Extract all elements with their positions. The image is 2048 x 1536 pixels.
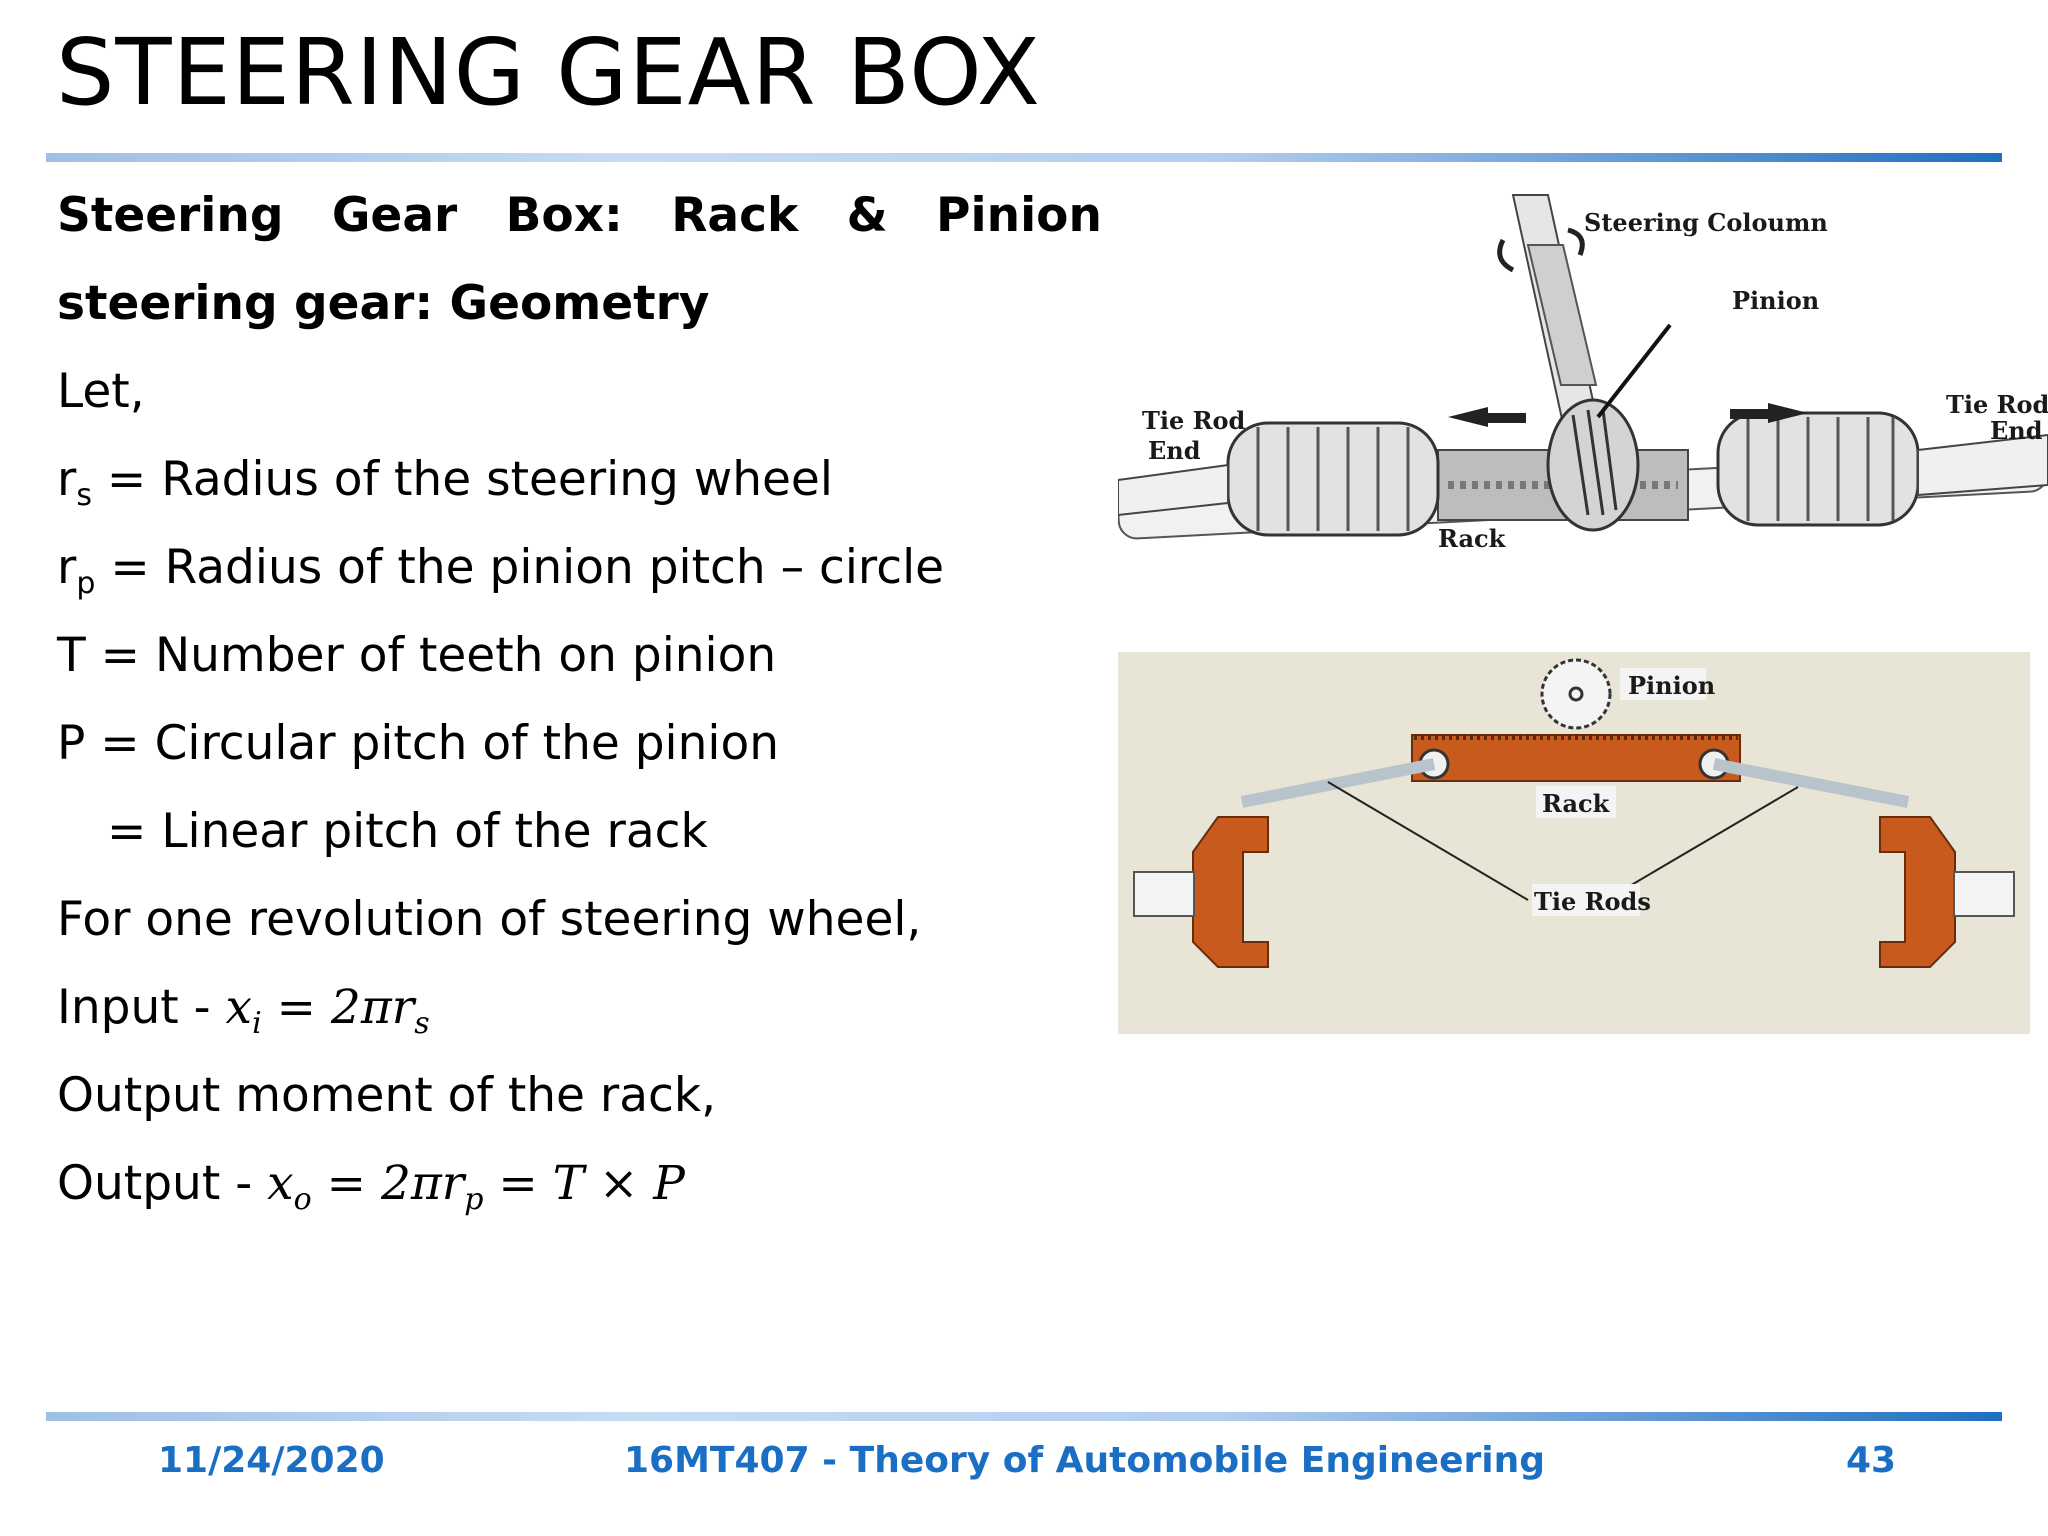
def-text: = Radius of the pinion pitch – circle	[95, 540, 945, 595]
eq-rhs: = 2πr	[261, 980, 415, 1035]
footer-date: 11/24/2020	[158, 1440, 385, 1481]
label-steering-column: Steering Coloumn	[1584, 208, 1828, 237]
eq-rhs: = T × P	[483, 1156, 685, 1211]
footer-page-number: 43	[1846, 1440, 1897, 1481]
output-moment-line: Output moment of the rack,	[57, 1068, 717, 1123]
left-arrow-icon	[1486, 413, 1526, 423]
left-stub-axle	[1133, 871, 1195, 917]
right-tie-rod	[1712, 758, 1910, 808]
pinion-gear-icon	[1540, 658, 1612, 730]
title-divider	[46, 153, 2002, 162]
heading-word: Steering	[57, 188, 284, 243]
def-symbol: r	[57, 452, 77, 507]
label-pinion: Pinion	[1628, 671, 1715, 700]
heading-word: Rack	[671, 188, 799, 243]
heading-word: Pinion	[936, 188, 1102, 243]
heading-line-2: steering gear: Geometry	[57, 276, 710, 331]
def-t: T = Number of teeth on pinion	[57, 628, 777, 683]
def-text: = Radius of the steering wheel	[91, 452, 833, 507]
label-tie-rod-end-right: Tie Rod	[1946, 390, 2048, 419]
def-subscript: s	[76, 478, 92, 513]
pinion-gear	[1546, 398, 1640, 532]
heading-line-1: Steering Gear Box: Rack & Pinion	[57, 186, 1102, 274]
left-bellows	[1226, 421, 1440, 537]
def-rp: rp = Radius of the pinion pitch – circle	[57, 538, 1107, 626]
slide-body: Steering Gear Box: Rack & Pinion steerin…	[57, 186, 1107, 1242]
revolution-line: For one revolution of steering wheel,	[57, 892, 922, 947]
eq-sub: o	[293, 1182, 312, 1217]
footer-divider	[46, 1412, 2002, 1421]
input-line: Input - xi = 2πrs	[57, 978, 1107, 1066]
left-tie-rod-end	[1118, 463, 1229, 517]
pinion-leader-line	[1596, 323, 1672, 419]
label-tie-rod-end-left: Tie Rod	[1142, 406, 1246, 435]
output-label: Output -	[57, 1156, 268, 1211]
left-tie-rod	[1240, 758, 1436, 808]
heading-word: Gear	[331, 188, 458, 243]
tie-rods-label-box	[1532, 884, 1640, 916]
right-stub-axle	[1953, 871, 2015, 917]
def-p: P = Circular pitch of the pinion	[57, 716, 780, 771]
output-equation: xo = 2πrp = T × P	[267, 1156, 685, 1217]
footer-course: 16MT407 - Theory of Automobile Engineeri…	[624, 1440, 1546, 1481]
label-tie-rod-end-left-2: End	[1148, 436, 1201, 465]
eq-sub: s	[414, 1006, 430, 1041]
let-line: Let,	[57, 364, 145, 419]
input-label: Input -	[57, 980, 226, 1035]
def-rs: rs = Radius of the steering wheel	[57, 450, 1107, 538]
eq-lhs: x	[267, 1156, 294, 1211]
eq-mid: = 2πr	[311, 1156, 465, 1211]
right-bellows	[1716, 411, 1920, 527]
rack-label-box	[1536, 786, 1616, 818]
right-arrow-icon	[1730, 409, 1770, 419]
label-pinion: Pinion	[1732, 286, 1819, 315]
right-tie-rod-end	[1917, 433, 2048, 497]
right-arrow-icon	[1768, 403, 1808, 423]
label-tie-rod-end-right-2: End	[1990, 416, 2043, 445]
def-symbol: r	[57, 540, 77, 595]
heading-word: &	[846, 188, 888, 243]
eq-sub: p	[464, 1182, 484, 1217]
left-arrow-icon	[1448, 407, 1488, 427]
eq-sub: i	[252, 1006, 262, 1041]
rack-bar	[1411, 734, 1741, 782]
tie-rods-leader-right	[1627, 786, 1799, 888]
label-rack: Rack	[1438, 524, 1507, 553]
slide-title: STEERING GEAR BOX	[56, 19, 1041, 126]
input-equation: xi = 2πrs	[225, 980, 430, 1041]
output-line: Output - xo = 2πrp = T × P	[57, 1154, 1107, 1242]
eq-lhs: x	[225, 980, 253, 1035]
def-p-cont: = Linear pitch of the rack	[107, 804, 708, 859]
label-tie-rods: Tie Rods	[1534, 887, 1651, 916]
pinion-label-box	[1620, 668, 1706, 700]
rack-pinion-assembly-figure: Steering Coloumn Pinion Tie Rod End Tie …	[1118, 194, 2048, 553]
heading-word: Box:	[505, 188, 623, 243]
def-subscript: p	[76, 566, 96, 601]
label-rack: Rack	[1542, 789, 1611, 818]
rack-pinion-schematic-figure: Pinion Rack Tie Rods	[1118, 652, 2030, 1034]
tie-rods-leader-left	[1327, 781, 1529, 901]
